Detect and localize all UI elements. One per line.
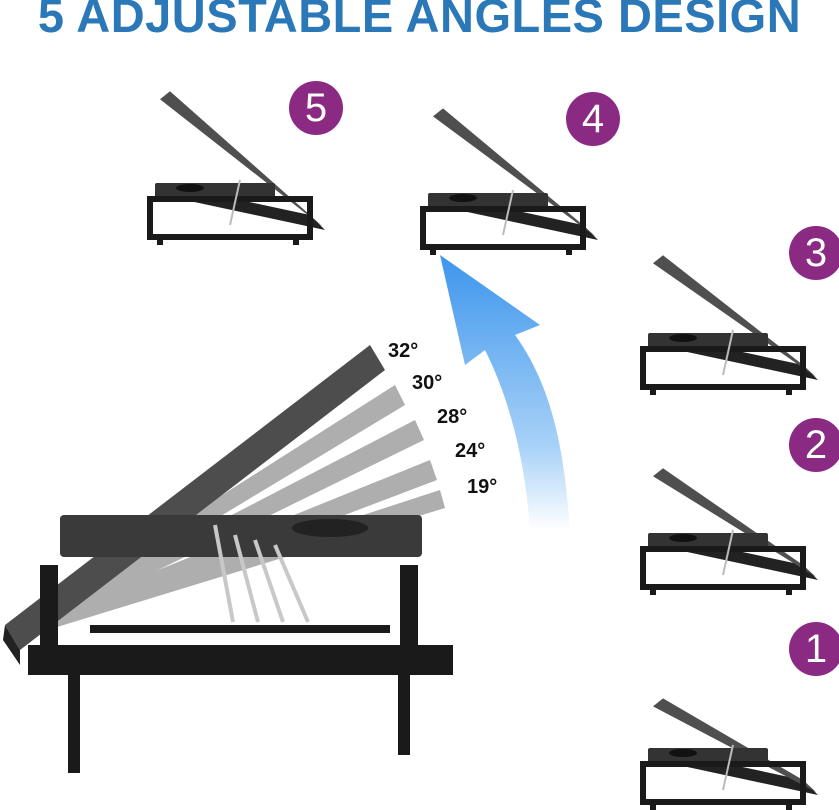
position-badge-5: 5 bbox=[289, 81, 343, 135]
position-badge-2: 2 bbox=[789, 418, 839, 472]
large-table-illustration bbox=[3, 345, 453, 773]
mini-table-graphic bbox=[640, 468, 818, 595]
mini-table-graphic bbox=[147, 91, 325, 245]
mini-table-graphic bbox=[640, 698, 818, 810]
table-position-4 bbox=[418, 95, 608, 255]
angle-label-30: 30° bbox=[412, 372, 443, 394]
table-position-1 bbox=[638, 650, 828, 810]
table-position-3 bbox=[638, 235, 828, 395]
angle-label-28: 28° bbox=[437, 406, 468, 428]
position-badge-1: 1 bbox=[789, 622, 839, 676]
angle-label-32: 32° bbox=[388, 340, 419, 362]
position-badge-4: 4 bbox=[566, 92, 620, 146]
page-title: 5 ADJUSTABLE ANGLES DESIGN bbox=[37, 0, 802, 42]
table-position-2 bbox=[638, 435, 828, 595]
mini-table-graphic bbox=[640, 255, 818, 395]
mini-table-graphic bbox=[420, 108, 598, 255]
angle-label-24: 24° bbox=[455, 440, 486, 462]
angle-label-19: 19° bbox=[467, 476, 498, 498]
table-position-5 bbox=[145, 85, 335, 245]
position-badge-3: 3 bbox=[789, 226, 839, 280]
curved-arrow-icon bbox=[440, 255, 570, 530]
